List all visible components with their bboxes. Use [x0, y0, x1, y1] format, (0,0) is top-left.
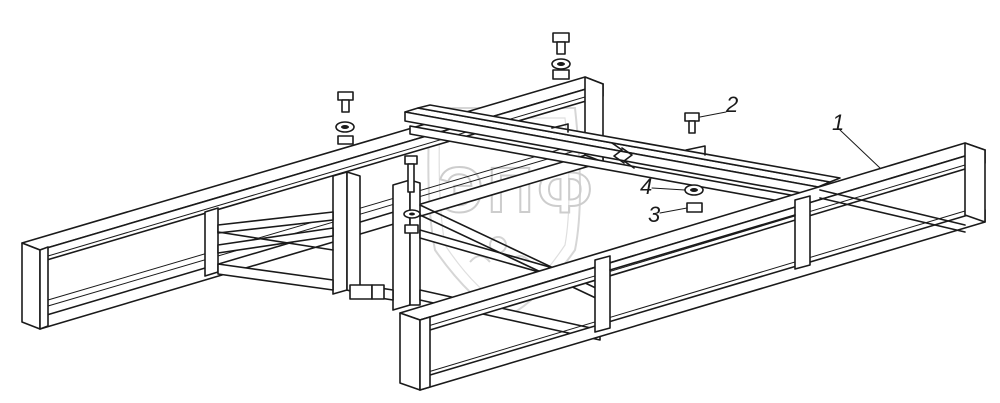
- bolt-2: [684, 112, 700, 134]
- bolt-stack-top: [551, 32, 571, 80]
- leader-lines: [651, 111, 881, 214]
- washer-4: [684, 184, 704, 196]
- bolt-stack-left: [335, 91, 355, 145]
- bolt-stack-middle: [403, 155, 421, 234]
- callout-1: 1: [832, 110, 844, 135]
- bracket-marks: [551, 123, 706, 156]
- callout-4: 4: [640, 174, 652, 199]
- callout-2: 2: [725, 92, 738, 117]
- support-structure: [204, 171, 601, 341]
- callout-3: 3: [648, 202, 661, 227]
- nut-3: [686, 202, 703, 213]
- cross-beam: [404, 104, 841, 209]
- front-frame: [399, 142, 986, 391]
